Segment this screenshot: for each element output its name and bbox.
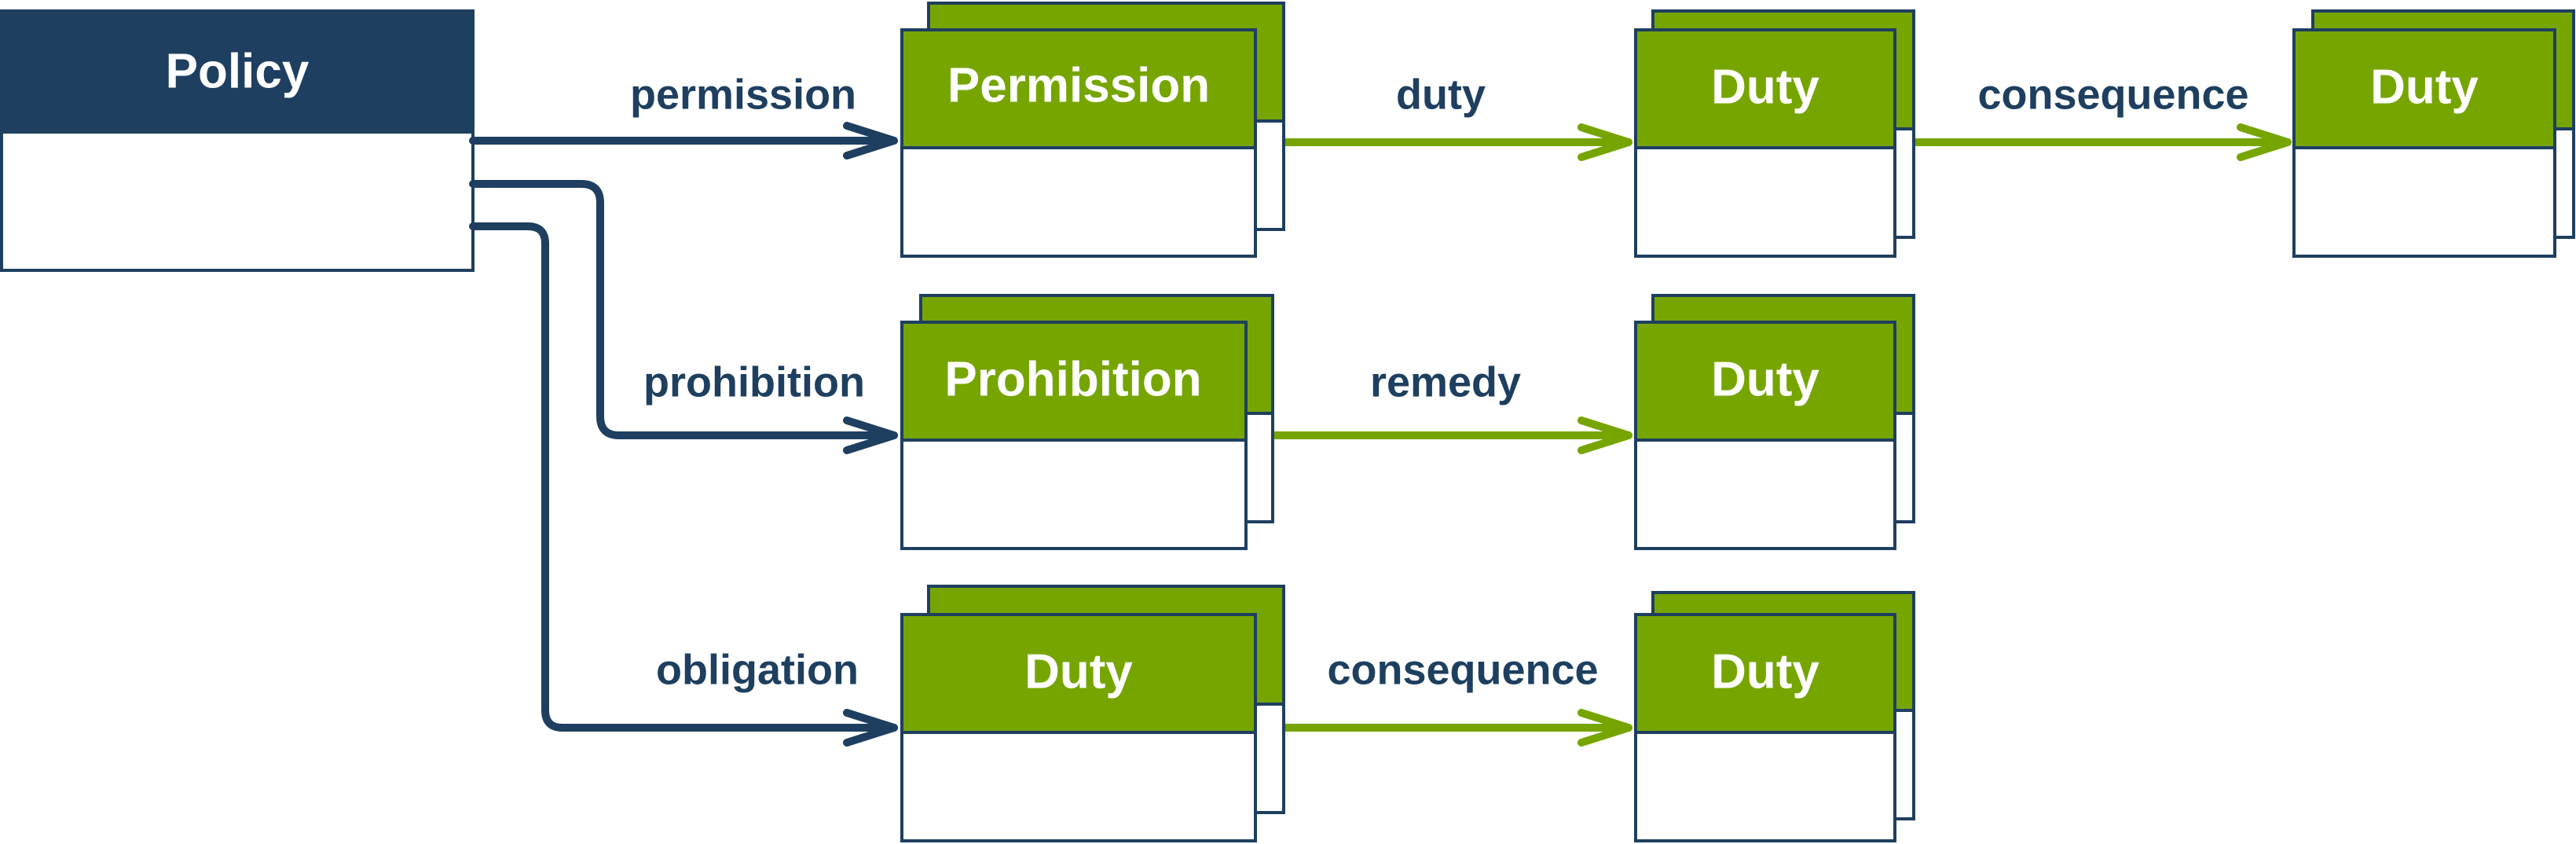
- obligation-edge-line: [469, 222, 898, 732]
- permission-consequence-duty-node-header: [2292, 28, 2556, 149]
- obligation-consequence-duty-node-title: Duty: [1711, 644, 1819, 699]
- obligation-consequence-duty-node-body: [1634, 731, 1896, 842]
- obligation-consequence-duty-node-header: [1634, 613, 1896, 734]
- obligation-duty-node: Duty: [900, 585, 1285, 842]
- prohibition-remedy-duty-node-body: [1634, 439, 1896, 550]
- permission-duty-node-body: [1634, 146, 1896, 258]
- obligation-duty-node-body: [900, 731, 1257, 842]
- policy-node: Policy: [0, 9, 475, 272]
- permission-consequence-duty-node-title: Duty: [2370, 60, 2479, 114]
- permission-duty-node: Duty: [1634, 9, 1915, 258]
- prohibition-node-header: [900, 321, 1248, 442]
- prohibition-node-body: [900, 439, 1248, 550]
- policy-node-body: [0, 130, 475, 272]
- prohibition-edge-line: [469, 180, 898, 439]
- permission-edge-arrowhead: [843, 122, 898, 160]
- permission-duty-node-header: [1634, 28, 1896, 149]
- consequence-top-edge-label: consequence: [1977, 71, 2248, 118]
- duty-edge-label: duty: [1396, 71, 1486, 118]
- permission-node: Permission: [900, 2, 1285, 258]
- duty-edge-arrowhead: [1577, 123, 1632, 161]
- obligation-duty-node-header: [900, 613, 1257, 734]
- green-connectors: [1242, 123, 2292, 747]
- obligation-edge-arrowhead: [843, 709, 898, 747]
- obligation-duty-node-title: Duty: [1024, 644, 1133, 699]
- permission-consequence-duty-node-body: [2292, 146, 2556, 258]
- prohibition-remedy-duty-node-title: Duty: [1711, 352, 1819, 406]
- prohibition-node: Prohibition: [900, 294, 1274, 550]
- prohibition-edge-label: prohibition: [643, 358, 865, 405]
- prohibition-node-title: Prohibition: [944, 352, 1201, 406]
- permission-node-body: [900, 146, 1257, 258]
- consequence-top-edge-arrowhead: [2237, 123, 2292, 161]
- policy-node-header: [0, 9, 475, 134]
- policy-connectors: [469, 122, 898, 747]
- remedy-edge-arrowhead: [1577, 416, 1632, 454]
- prohibition-remedy-duty-node-header: [1634, 321, 1896, 442]
- edge-labels: permission prohibition obligation duty c…: [630, 71, 2249, 693]
- prohibition-edge-arrowhead: [843, 416, 898, 454]
- prohibition-remedy-duty-node: Duty: [1634, 294, 1915, 550]
- remedy-edge-label: remedy: [1370, 358, 1521, 405]
- consequence-bottom-edge-label: consequence: [1327, 646, 1598, 693]
- policy-node-title: Policy: [166, 44, 310, 98]
- consequence-bottom-edge-arrowhead: [1577, 709, 1632, 747]
- permission-node-header: [900, 28, 1257, 149]
- permission-edge-label: permission: [630, 71, 856, 118]
- obligation-consequence-duty-node: Duty: [1634, 591, 1915, 842]
- permission-duty-node-title: Duty: [1711, 60, 1819, 114]
- obligation-edge-label: obligation: [656, 646, 859, 693]
- permission-consequence-duty-node: Duty: [2292, 9, 2575, 258]
- permission-node-title: Permission: [947, 58, 1210, 112]
